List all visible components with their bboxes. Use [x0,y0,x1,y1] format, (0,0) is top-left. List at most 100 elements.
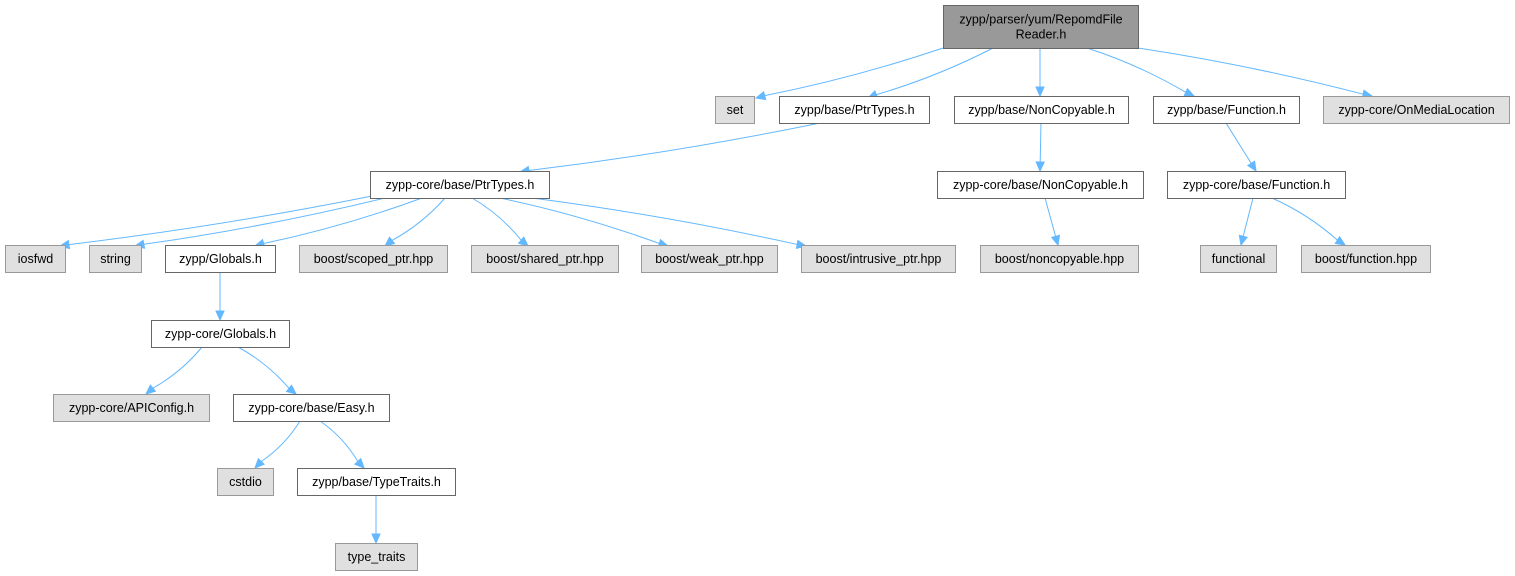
node-label: zypp-core/APIConfig.h [69,401,194,415]
edge-core_ptrtypes-to-intrusive_ptr [531,197,798,245]
node-scoped-ptr: boost/scoped_ptr.hpp [299,245,448,273]
node-label: zypp/base/TypeTraits.h [312,475,441,489]
edge-core_ptrtypes-to-scoped_ptr [391,197,446,241]
edge-arrowhead [354,457,365,469]
node-weak-ptr: boost/weak_ptr.hpp [641,245,778,273]
node-box [299,245,448,273]
node-string: string [89,245,142,273]
edge-arrowhead [384,236,396,247]
edge-easy-to-cstdio [260,420,301,462]
node-set: set [715,96,755,124]
node-label: boost/weak_ptr.hpp [655,252,763,266]
edge-core_noncopyable-to-boost_noncopyable [1044,197,1057,237]
node-shared-ptr: boost/shared_ptr.hpp [471,245,619,273]
node-label: boost/intrusive_ptr.hpp [816,252,942,266]
node-zypp-globals[interactable]: zypp/Globals.h [165,245,276,273]
node-core-noncopyable[interactable]: zypp-core/base/NonCopyable.h [937,171,1144,199]
edge-arrowhead [1035,161,1045,173]
edge-arrowhead [1334,235,1347,246]
edge-root-to-zypp_ptrtypes [876,47,994,96]
node-label: functional [1212,252,1266,266]
edge-arrowhead [1238,234,1248,247]
node-label: zypp/parser/yum/RepomdFile [959,13,1122,27]
node-intrusive-ptr: boost/intrusive_ptr.hpp [801,245,956,273]
edge-core_function-to-boost_function [1271,197,1338,241]
node-box [217,468,274,496]
node-label: zypp/base/Function.h [1167,103,1286,117]
node-label: type_traits [348,550,406,564]
edge-arrowhead [1183,87,1196,97]
edge-arrowhead [285,384,297,395]
node-zypp-function[interactable]: zypp/base/Function.h [1153,96,1300,124]
node-box [801,245,956,273]
edge-core_function-to-functional [1242,197,1254,237]
node-box [335,543,418,571]
node-typetraits[interactable]: zypp/base/TypeTraits.h [297,468,456,496]
node-box [954,96,1129,124]
edge-core_ptrtypes-to-weak_ptr [499,197,660,244]
node-label: zypp-core/base/PtrTypes.h [386,178,535,192]
edge-root-to-zypp_function [1086,47,1187,93]
node-easy[interactable]: zypp-core/base/Easy.h [233,394,390,422]
node-box [779,96,930,124]
edges-layer [58,47,1374,545]
node-boost-function: boost/function.hpp [1301,245,1431,273]
node-apiconfig: zypp-core/APIConfig.h [53,394,210,422]
edge-arrowhead [145,384,157,395]
edge-arrowhead [754,90,767,101]
node-box [370,171,550,199]
node-label: zypp/base/PtrTypes.h [794,103,914,117]
node-label: zypp/base/NonCopyable.h [968,103,1115,117]
node-box [53,394,210,422]
edge-core_ptrtypes-to-iosfwd [68,195,373,246]
edge-arrowhead [215,310,225,322]
node-box [937,171,1144,199]
node-zypp-noncopyable[interactable]: zypp/base/NonCopyable.h [954,96,1129,124]
node-cstdio: cstdio [217,468,274,496]
node-label: iosfwd [18,252,53,266]
edge-root-to-onmedialocation [1137,47,1364,95]
node-box [1167,171,1346,199]
edge-arrowhead [1035,86,1045,98]
node-onmedialocation: zypp-core/OnMediaLocation [1323,96,1510,124]
node-core-function[interactable]: zypp-core/base/Function.h [1167,171,1346,199]
node-label: zypp/Globals.h [179,252,262,266]
edge-root-to-set [764,47,944,97]
node-box [1323,96,1510,124]
node-box [980,245,1139,273]
node-box [1200,245,1277,273]
edge-core_globals-to-easy [237,346,290,389]
node-box [297,468,456,496]
node-label: boost/shared_ptr.hpp [486,252,603,266]
edge-core_ptrtypes-to-string [143,197,386,245]
node-type-traits: type_traits [335,543,418,571]
edge-easy-to-typetraits [319,420,359,462]
node-label: zypp-core/base/Function.h [1183,178,1330,192]
edge-core_globals-to-apiconfig [152,346,203,389]
node-core-ptrtypes[interactable]: zypp-core/base/PtrTypes.h [370,171,550,199]
node-zypp-ptrtypes[interactable]: zypp/base/PtrTypes.h [779,96,930,124]
node-label: boost/scoped_ptr.hpp [314,252,434,266]
node-box [715,96,755,124]
node-box [89,245,142,273]
node-boost-noncopyable: boost/noncopyable.hpp [980,245,1139,273]
node-label: zypp-core/base/NonCopyable.h [953,178,1128,192]
node-box [1153,96,1300,124]
node-label: boost/function.hpp [1315,252,1417,266]
node-label: string [100,252,131,266]
edge-zypp_ptrtypes-to-core_ptrtypes [528,122,821,172]
node-core-globals[interactable]: zypp-core/Globals.h [151,320,290,348]
node-label: zypp-core/OnMediaLocation [1338,103,1494,117]
node-box [165,245,276,273]
node-iosfwd: iosfwd [5,245,66,273]
edge-arrowhead [254,457,266,469]
node-box [471,245,619,273]
node-label: boost/noncopyable.hpp [995,252,1124,266]
node-label: zypp-core/Globals.h [165,327,276,341]
node-box [1301,245,1431,273]
edge-arrowhead [1246,160,1257,173]
edge-arrowhead [517,236,529,247]
